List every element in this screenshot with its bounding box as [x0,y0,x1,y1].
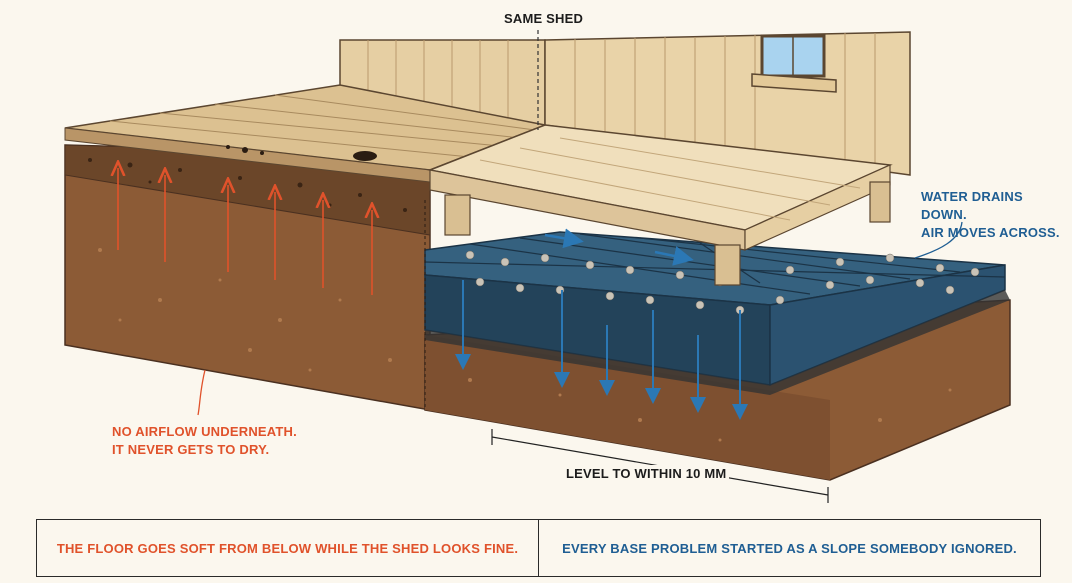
water-drains-line2: AIR MOVES ACROSS. [921,225,1060,240]
shed-base-diagram [64,30,1011,503]
water-drains-label: WATER DRAINS DOWN. AIR MOVES ACROSS. [921,188,1072,242]
same-shed-label: SAME SHED [504,11,584,26]
water-drain-arrows [455,280,748,420]
footer-banner: THE FLOOR GOES SOFT FROM BELOW WHILE THE… [36,519,1041,577]
rot-spots [226,145,377,161]
soil-block-left [64,144,431,411]
floor-deck-left [64,84,548,183]
window [751,34,837,93]
moisture-rising-arrows [118,168,372,295]
footer-left-caption: THE FLOOR GOES SOFT FROM BELOW WHILE THE… [56,540,519,556]
floor-deck-right [427,124,893,286]
footer-right-caption: EVERY BASE PROBLEM STARTED AS A SLOPE SO… [538,520,1040,576]
no-airflow-line1: NO AIRFLOW UNDERNEATH. [112,424,297,439]
airflow-leader [197,369,206,416]
level-label: LEVEL TO WITHIN 10 MM [563,465,730,483]
water-drains-line1: WATER DRAINS DOWN. [921,189,1023,222]
no-airflow-label: NO AIRFLOW UNDERNEATH. IT NEVER GETS TO … [112,423,297,459]
no-airflow-line2: IT NEVER GETS TO DRY. [112,442,270,457]
air-flow-arrows [544,228,694,266]
water-leader [914,221,963,259]
